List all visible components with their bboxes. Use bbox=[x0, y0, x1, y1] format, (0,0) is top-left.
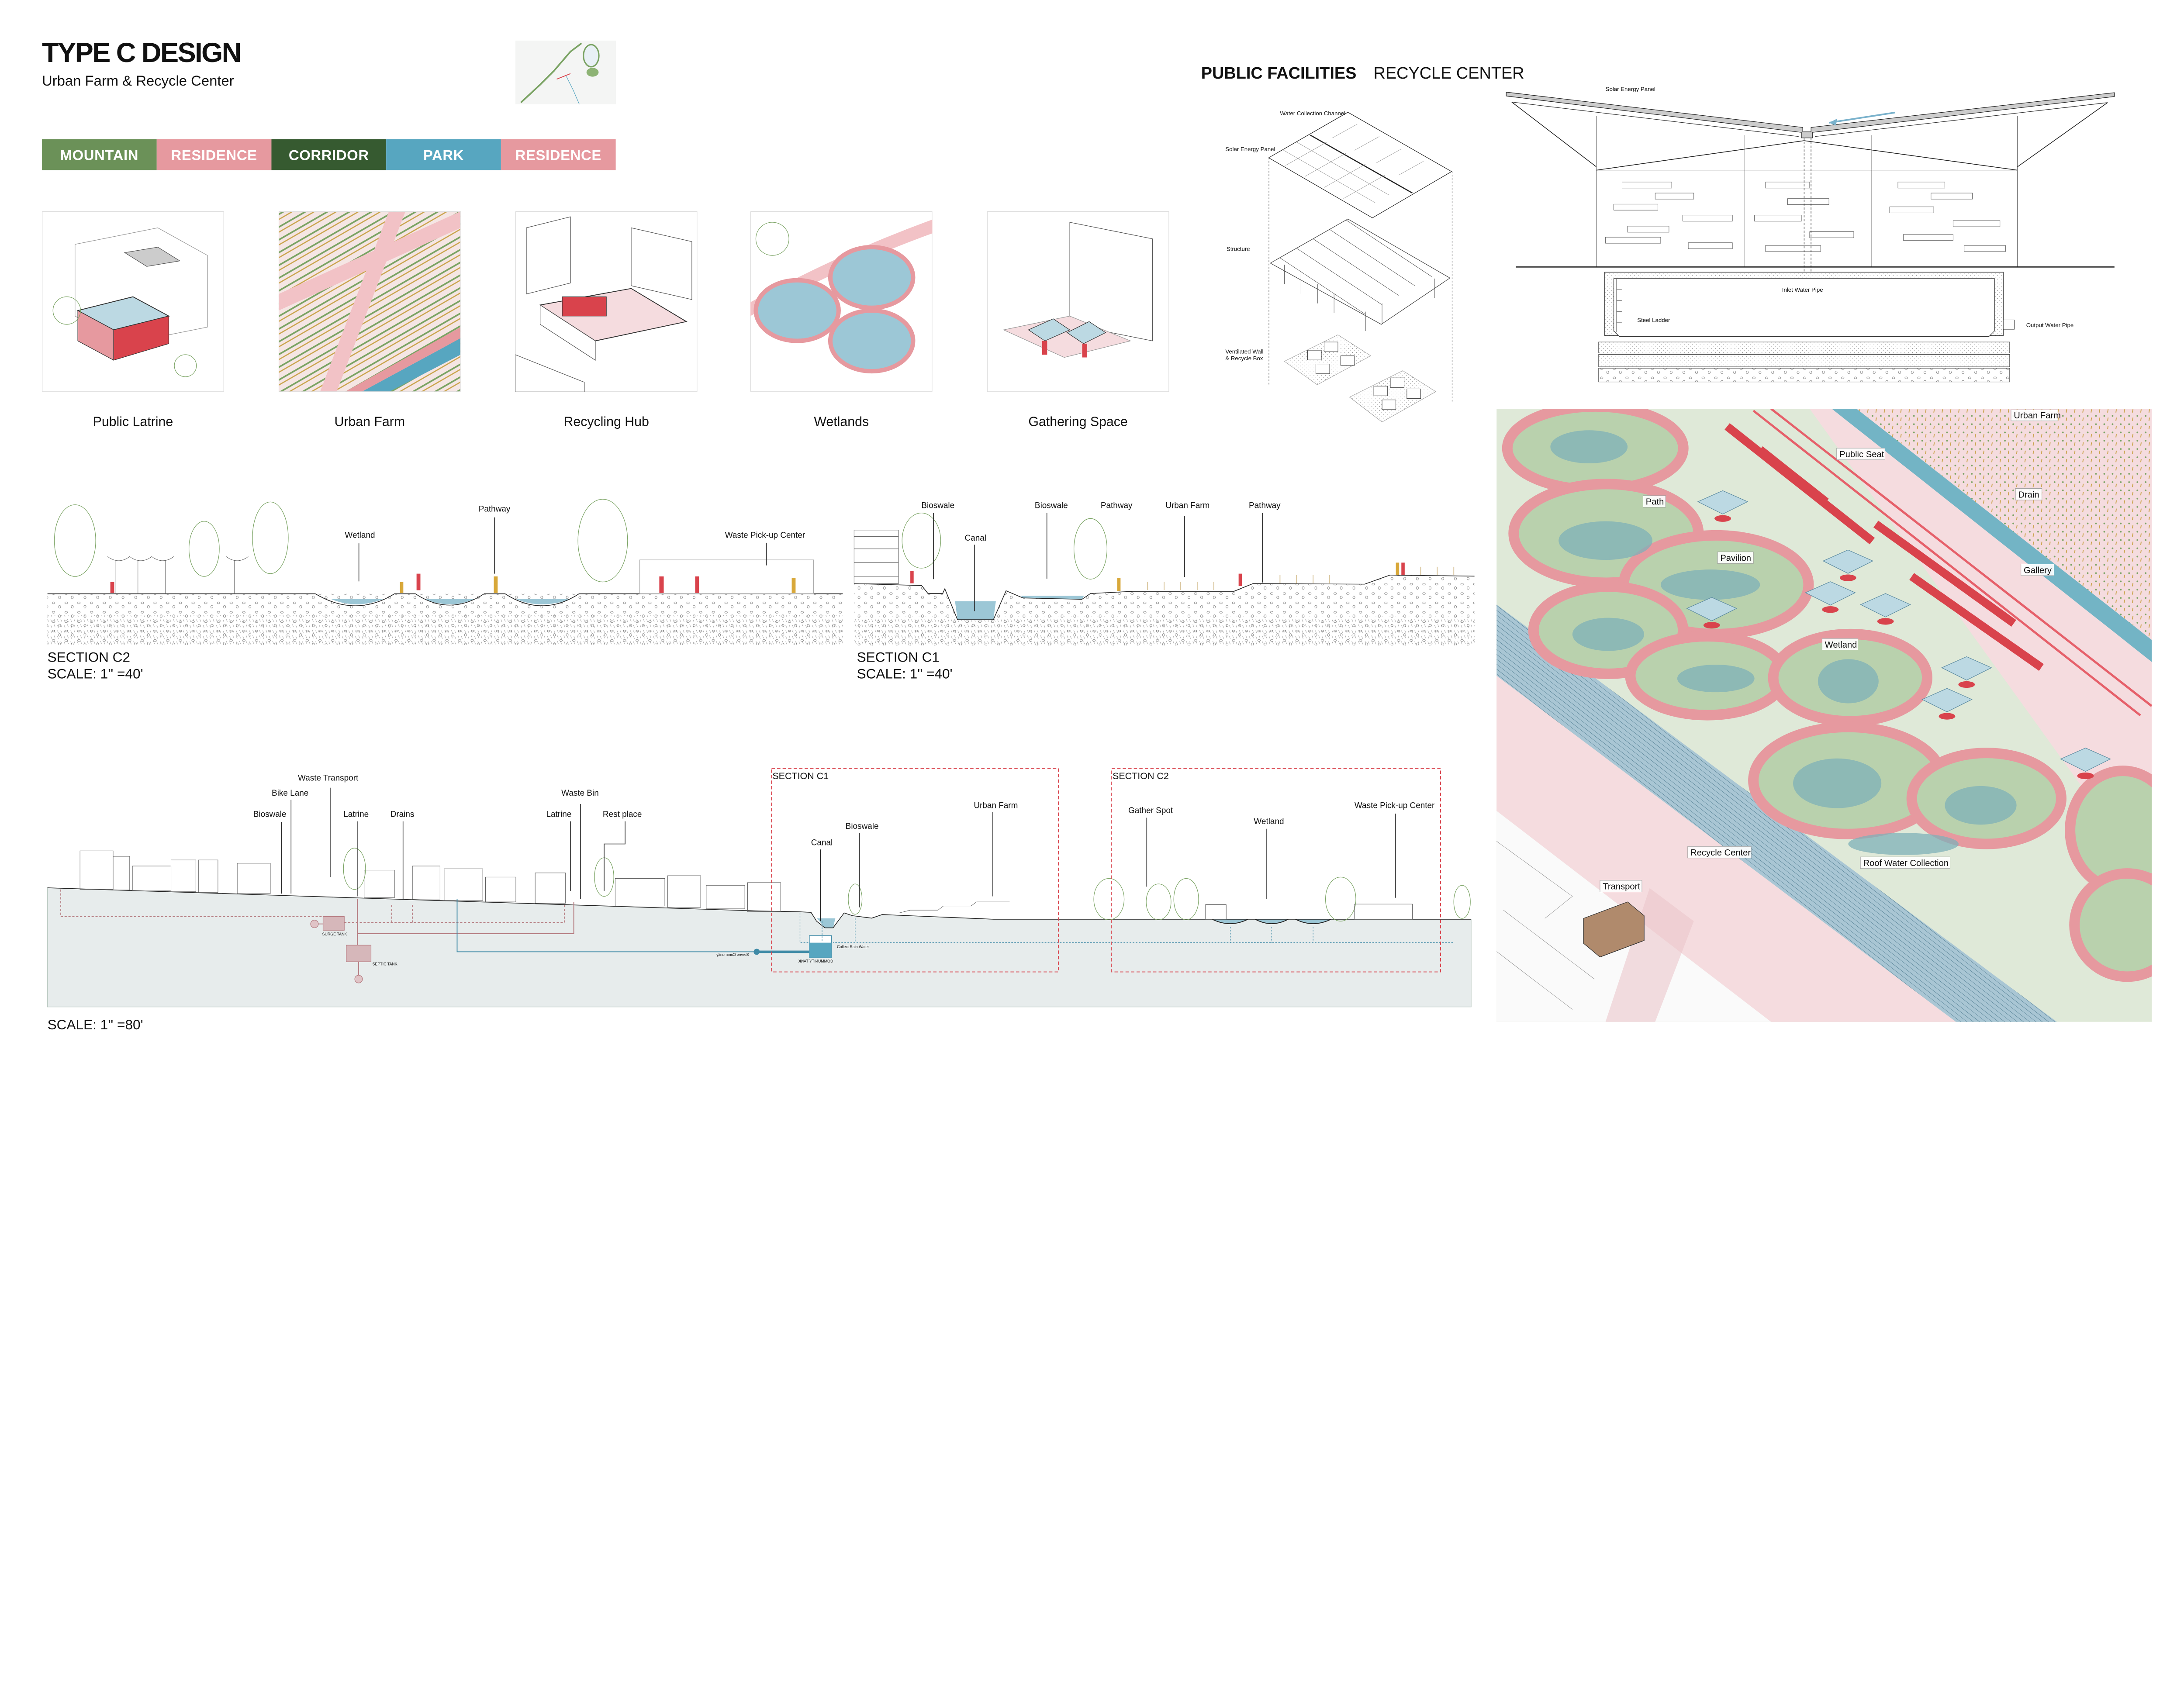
c2-label-pathway: Pathway bbox=[479, 505, 511, 514]
zone-legend-bar: MOUNTAIN RESIDENCE CORRIDOR PARK RESIDEN… bbox=[41, 139, 616, 170]
zone-park: PARK bbox=[423, 147, 464, 163]
section-c1-callout-box bbox=[771, 768, 1059, 973]
svg-text:Pavilion: Pavilion bbox=[1720, 554, 1751, 563]
elevation-label-output-pipe: Output Water Pipe bbox=[2026, 322, 2074, 328]
typology-gathering-space-drawing bbox=[987, 211, 1169, 392]
drawing-board: TYPE C DESIGN Urban Farm & Recycle Cente… bbox=[41, 38, 2152, 1032]
recycle-center-elevation: Solar Energy Panel Inlet Water Pipe Stee… bbox=[1506, 86, 2115, 383]
svg-text:Roof Water Collection: Roof Water Collection bbox=[1863, 859, 1949, 868]
section-c2: Wetland Pathway Waste Pick-up Center SEC… bbox=[48, 499, 843, 682]
ls-label-latrine: Latrine bbox=[546, 810, 571, 819]
aerial-label-transport: Transport bbox=[1600, 880, 1642, 892]
section-c2-scale: SCALE: 1'' =40' bbox=[48, 666, 143, 682]
callout-c1-title: SECTION C1 bbox=[772, 771, 829, 781]
zone-residence: RESIDENCE bbox=[171, 147, 257, 163]
c1-label-bioswale: Bioswale bbox=[1035, 501, 1068, 510]
typology-recycling-hub-drawing bbox=[515, 211, 698, 392]
ls-label-waste-bin: Waste Bin bbox=[561, 789, 599, 798]
typology-urban-farm-drawing bbox=[278, 211, 461, 392]
aerial-label-wetland: Wetland bbox=[1821, 638, 1858, 651]
typology-public-latrine-drawing bbox=[41, 211, 224, 392]
axon-label-recycle-box: & Recycle Box bbox=[1225, 355, 1263, 362]
page-subtitle: Urban Farm & Recycle Center bbox=[42, 72, 234, 89]
page-title: TYPE C DESIGN bbox=[42, 38, 241, 68]
zone-mountain: MOUNTAIN bbox=[60, 147, 138, 163]
exploded-axonometric: Water Collection Channel Solar Energy Pa… bbox=[1225, 110, 1453, 422]
c1-label-pathway: Pathway bbox=[1249, 501, 1281, 510]
svg-text:Recycle Center: Recycle Center bbox=[1690, 848, 1751, 858]
axon-label-ventilated-wall: Ventilated Wall bbox=[1225, 348, 1263, 355]
elevation-label-solar-panel: Solar Energy Panel bbox=[1606, 86, 1655, 92]
axon-label-solar-panel: Solar Energy Panel bbox=[1225, 146, 1275, 152]
community-tank-label: COMMUNITY TANK bbox=[798, 959, 833, 963]
zone-residence: RESIDENCE bbox=[515, 147, 601, 163]
ls-label-bike-lane: Bike Lane bbox=[272, 789, 308, 798]
septic-tank-label: SEPTIC TANK bbox=[373, 962, 397, 966]
ls-label-waste-pickup: Waste Pick-up Center bbox=[1355, 801, 1434, 810]
svg-text:Gallery: Gallery bbox=[2024, 566, 2052, 575]
typology-label: Recycling Hub bbox=[563, 415, 649, 429]
svg-text:Public Seat: Public Seat bbox=[1839, 450, 1884, 459]
section-c1: Bioswale Canal Bioswale Pathway Urban Fa… bbox=[854, 501, 1475, 682]
c2-label-wetland: Wetland bbox=[345, 531, 375, 540]
elevation-label-steel-ladder: Steel Ladder bbox=[1637, 317, 1670, 324]
c1-label-pathway: Pathway bbox=[1101, 501, 1133, 510]
ls-label-bioswale: Bioswale bbox=[846, 822, 879, 831]
ls-label-waste-transport: Waste Transport bbox=[298, 773, 359, 783]
c1-label-canal: Canal bbox=[965, 534, 986, 543]
ls-label-bioswale: Bioswale bbox=[253, 810, 287, 819]
section-c2-title: SECTION C2 bbox=[48, 649, 130, 665]
location-map-thumbnail bbox=[515, 40, 616, 104]
elevation-label-inlet-pipe: Inlet Water Pipe bbox=[1782, 286, 1823, 293]
long-section: SURGE TANK SEPTIC TANK Collect Rain Wate… bbox=[47, 768, 1472, 1032]
svg-text:Transport: Transport bbox=[1603, 882, 1640, 892]
ls-label-drains: Drains bbox=[390, 810, 415, 819]
typology-label: Urban Farm bbox=[334, 415, 405, 429]
aerial-label-gallery: Gallery bbox=[2021, 564, 2054, 576]
typology-label: Gathering Space bbox=[1028, 415, 1127, 429]
typology-label: Public Latrine bbox=[93, 415, 173, 429]
zone-corridor: CORRIDOR bbox=[289, 147, 369, 163]
typology-wetlands-drawing bbox=[750, 211, 933, 392]
aerial-label-urban-farm: Urban Farm bbox=[2011, 410, 2061, 421]
aerial-labels: Urban Farm Public Seat Path Drain Pavili… bbox=[1600, 410, 2061, 892]
recycle-center-heading: RECYCLE CENTER bbox=[1373, 64, 1524, 83]
ls-label-latrine: Latrine bbox=[343, 810, 369, 819]
aerial-label-roof-water-collection: Roof Water Collection bbox=[1860, 856, 1950, 869]
axon-label-structure: Structure bbox=[1227, 246, 1250, 252]
c1-label-bioswale: Bioswale bbox=[921, 501, 954, 510]
aerial-label-pavilion: Pavilion bbox=[1717, 552, 1754, 564]
aerial-label-drain: Drain bbox=[2015, 488, 2042, 500]
ls-label-rest-place: Rest place bbox=[603, 810, 642, 819]
section-c1-scale: SCALE: 1'' =40' bbox=[857, 666, 953, 682]
c1-label-urban-farm: Urban Farm bbox=[1165, 501, 1209, 510]
ls-label-urban-farm: Urban Farm bbox=[974, 801, 1018, 810]
svg-text:Urban Farm: Urban Farm bbox=[2014, 411, 2061, 421]
serves-community-label: Serves Community bbox=[716, 952, 749, 957]
surge-tank-label: SURGE TANK bbox=[322, 932, 347, 936]
c2-label-waste-pickup: Waste Pick-up Center bbox=[725, 531, 805, 540]
collect-rain-water-label: Collect Rain Water bbox=[837, 945, 869, 949]
ls-label-gather-spot: Gather Spot bbox=[1128, 806, 1173, 815]
svg-text:Wetland: Wetland bbox=[1825, 640, 1857, 650]
axon-label-water-channel: Water Collection Channel bbox=[1280, 110, 1345, 117]
ls-label-wetland: Wetland bbox=[1254, 817, 1284, 826]
section-c2-callout-box bbox=[1111, 768, 1441, 973]
aerial-label-path: Path bbox=[1643, 495, 1666, 507]
section-c1-title: SECTION C1 bbox=[857, 649, 940, 665]
public-facilities-heading: PUBLIC FACILITIES bbox=[1201, 64, 1357, 83]
aerial-label-public-seat: Public Seat bbox=[1836, 448, 1885, 460]
ls-label-canal: Canal bbox=[811, 838, 833, 848]
svg-text:Drain: Drain bbox=[2018, 490, 2039, 500]
aerial-axonometric-view: Urban Farm Public Seat Path Drain Pavili… bbox=[1496, 408, 2152, 1022]
long-section-scale: SCALE: 1'' =80' bbox=[48, 1017, 143, 1032]
svg-text:Path: Path bbox=[1646, 497, 1664, 507]
typology-label: Wetlands bbox=[814, 415, 869, 429]
aerial-label-recycle-center: Recycle Center bbox=[1687, 846, 1752, 859]
callout-c2-title: SECTION C2 bbox=[1113, 771, 1169, 781]
